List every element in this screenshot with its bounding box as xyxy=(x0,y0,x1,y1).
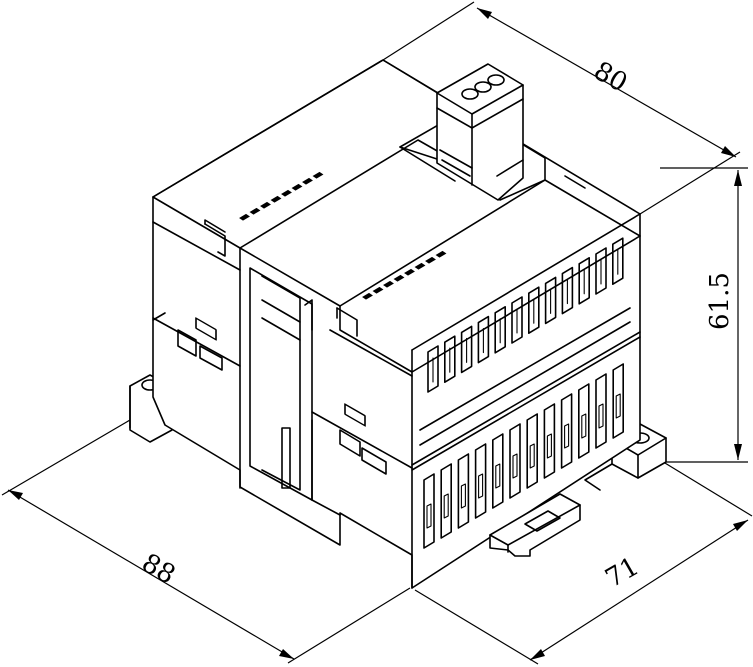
terminal-slot xyxy=(578,383,590,459)
terminal-slot-inner xyxy=(581,413,587,439)
terminal-slot-inner xyxy=(529,443,535,469)
led-indicator xyxy=(249,207,261,215)
terminal-slot xyxy=(528,286,540,334)
terminal-slot xyxy=(460,325,473,374)
terminal-slot xyxy=(423,473,435,549)
led-indicator xyxy=(404,268,415,276)
dimension-width-top xyxy=(382,1,741,215)
terminal-slot-inner xyxy=(615,393,621,419)
terminal-slot xyxy=(543,403,556,479)
terminal-slot xyxy=(560,393,573,469)
terminal-slot xyxy=(474,443,487,519)
top-terminal-connector xyxy=(436,63,524,201)
dimension-label-80: 80 xyxy=(589,56,633,99)
led-indicator xyxy=(281,189,292,197)
terminal-slot xyxy=(509,423,521,499)
led-indicator xyxy=(291,183,303,191)
terminal-slot-inner xyxy=(598,403,604,429)
led-indicator xyxy=(302,177,313,185)
terminal-slot xyxy=(612,237,624,285)
led-indicator xyxy=(393,274,405,282)
led-indicator xyxy=(270,195,282,203)
led-indicator xyxy=(383,280,394,288)
terminal-slot xyxy=(440,463,452,539)
terminal-slot-inner xyxy=(512,453,518,479)
terminal-block-lower xyxy=(423,363,624,549)
led-indicator xyxy=(362,292,373,300)
led-indicator xyxy=(312,171,324,179)
terminal-slot-inner xyxy=(478,473,484,499)
terminal-rail xyxy=(419,321,631,446)
terminal-slot xyxy=(595,247,607,295)
terminal-slot-inner xyxy=(495,463,501,489)
dimension-label-61-5: 61.5 xyxy=(705,272,735,330)
dimension-width-bottom xyxy=(414,459,753,665)
dimension-label-88: 88 xyxy=(137,548,181,591)
terminal-slot xyxy=(457,453,470,529)
dimension-height-right xyxy=(660,167,748,463)
led-row-lower xyxy=(362,250,447,300)
terminal-slot-inner xyxy=(443,493,449,519)
dimension-label-71: 71 xyxy=(601,552,645,595)
terminal-rail xyxy=(419,307,631,431)
din-rail-clip xyxy=(489,493,581,557)
terminal-slot xyxy=(492,433,504,509)
terminal-slot xyxy=(477,315,490,364)
terminal-slot xyxy=(561,266,574,315)
terminal-slot xyxy=(526,413,538,489)
terminal-slot xyxy=(578,257,590,305)
led-indicator xyxy=(414,262,426,270)
terminal-block-upper xyxy=(419,237,631,446)
led-indicator xyxy=(260,201,271,209)
terminal-slot xyxy=(494,306,506,354)
led-indicator xyxy=(425,256,436,264)
terminal-slot xyxy=(612,363,624,439)
module-body xyxy=(129,59,667,589)
terminal-slot-inner xyxy=(564,423,570,449)
led-indicator xyxy=(239,213,250,221)
led-indicator xyxy=(435,250,447,258)
terminal-slot-inner xyxy=(426,503,432,529)
terminal-slot xyxy=(444,335,456,383)
terminal-slot-inner xyxy=(460,483,466,509)
dimension-depth-left xyxy=(1,419,411,664)
terminal-slot xyxy=(544,276,557,325)
terminal-slot xyxy=(595,373,607,449)
terminal-slot xyxy=(427,345,439,393)
terminal-slot-inner xyxy=(546,433,552,459)
led-row-upper xyxy=(239,171,324,221)
led-indicator xyxy=(372,286,384,294)
terminal-slot xyxy=(511,296,523,344)
